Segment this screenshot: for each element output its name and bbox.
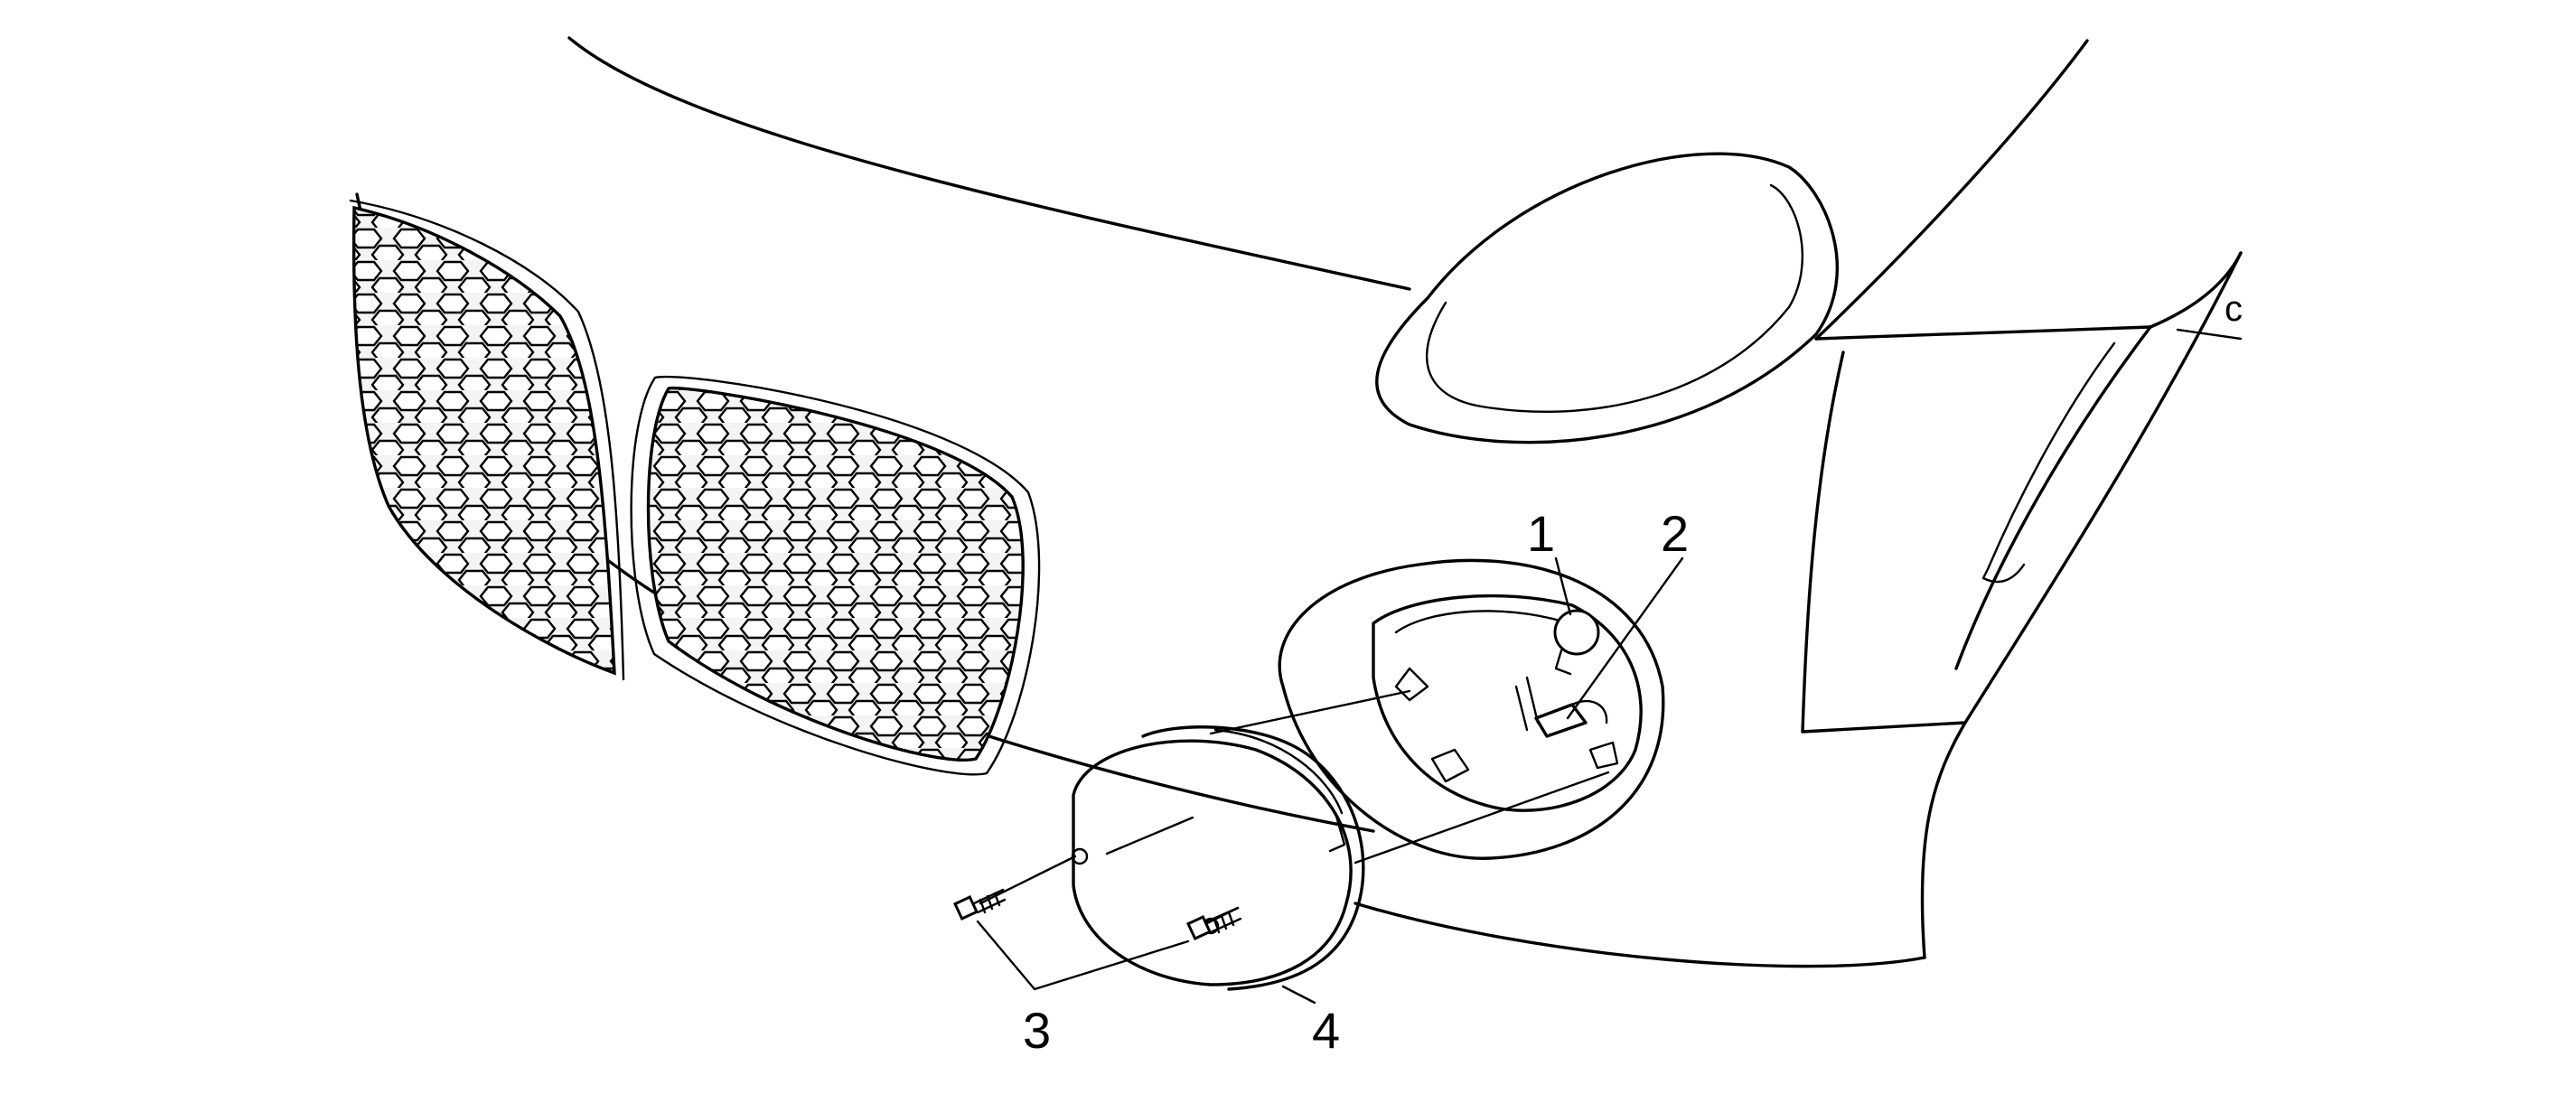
headlamp-outline (1375, 152, 1839, 444)
leader-lines (976, 556, 1684, 1005)
leader-line-3 (976, 920, 1190, 991)
callout-1: 1 (1527, 505, 1555, 562)
bulb (1553, 609, 1600, 676)
alignment-line-lower (1354, 771, 1610, 865)
grille-center (630, 375, 1041, 776)
fog-lamp-assembly (1071, 725, 1365, 991)
callout-2: 2 (1661, 505, 1689, 562)
car-body: c (355, 36, 2243, 968)
grille-left (349, 199, 625, 681)
screw-left (953, 888, 1007, 921)
callout-3: 3 (1023, 1002, 1051, 1059)
fog-lamp-opening (1278, 558, 1665, 860)
callout-4: 4 (1312, 1002, 1340, 1059)
screw-right (1186, 906, 1242, 940)
leader-line-2 (1566, 556, 1684, 720)
bulb-socket (1514, 676, 1608, 738)
leader-line-1 (1554, 556, 1572, 616)
alignment-line-upper (1209, 689, 1411, 735)
callout-labels: 1 2 3 4 (1023, 505, 1689, 1059)
alignment-line-screw-left (979, 855, 1077, 905)
edge-glyph: c (2225, 289, 2243, 329)
leader-line-4 (1281, 985, 1316, 1005)
